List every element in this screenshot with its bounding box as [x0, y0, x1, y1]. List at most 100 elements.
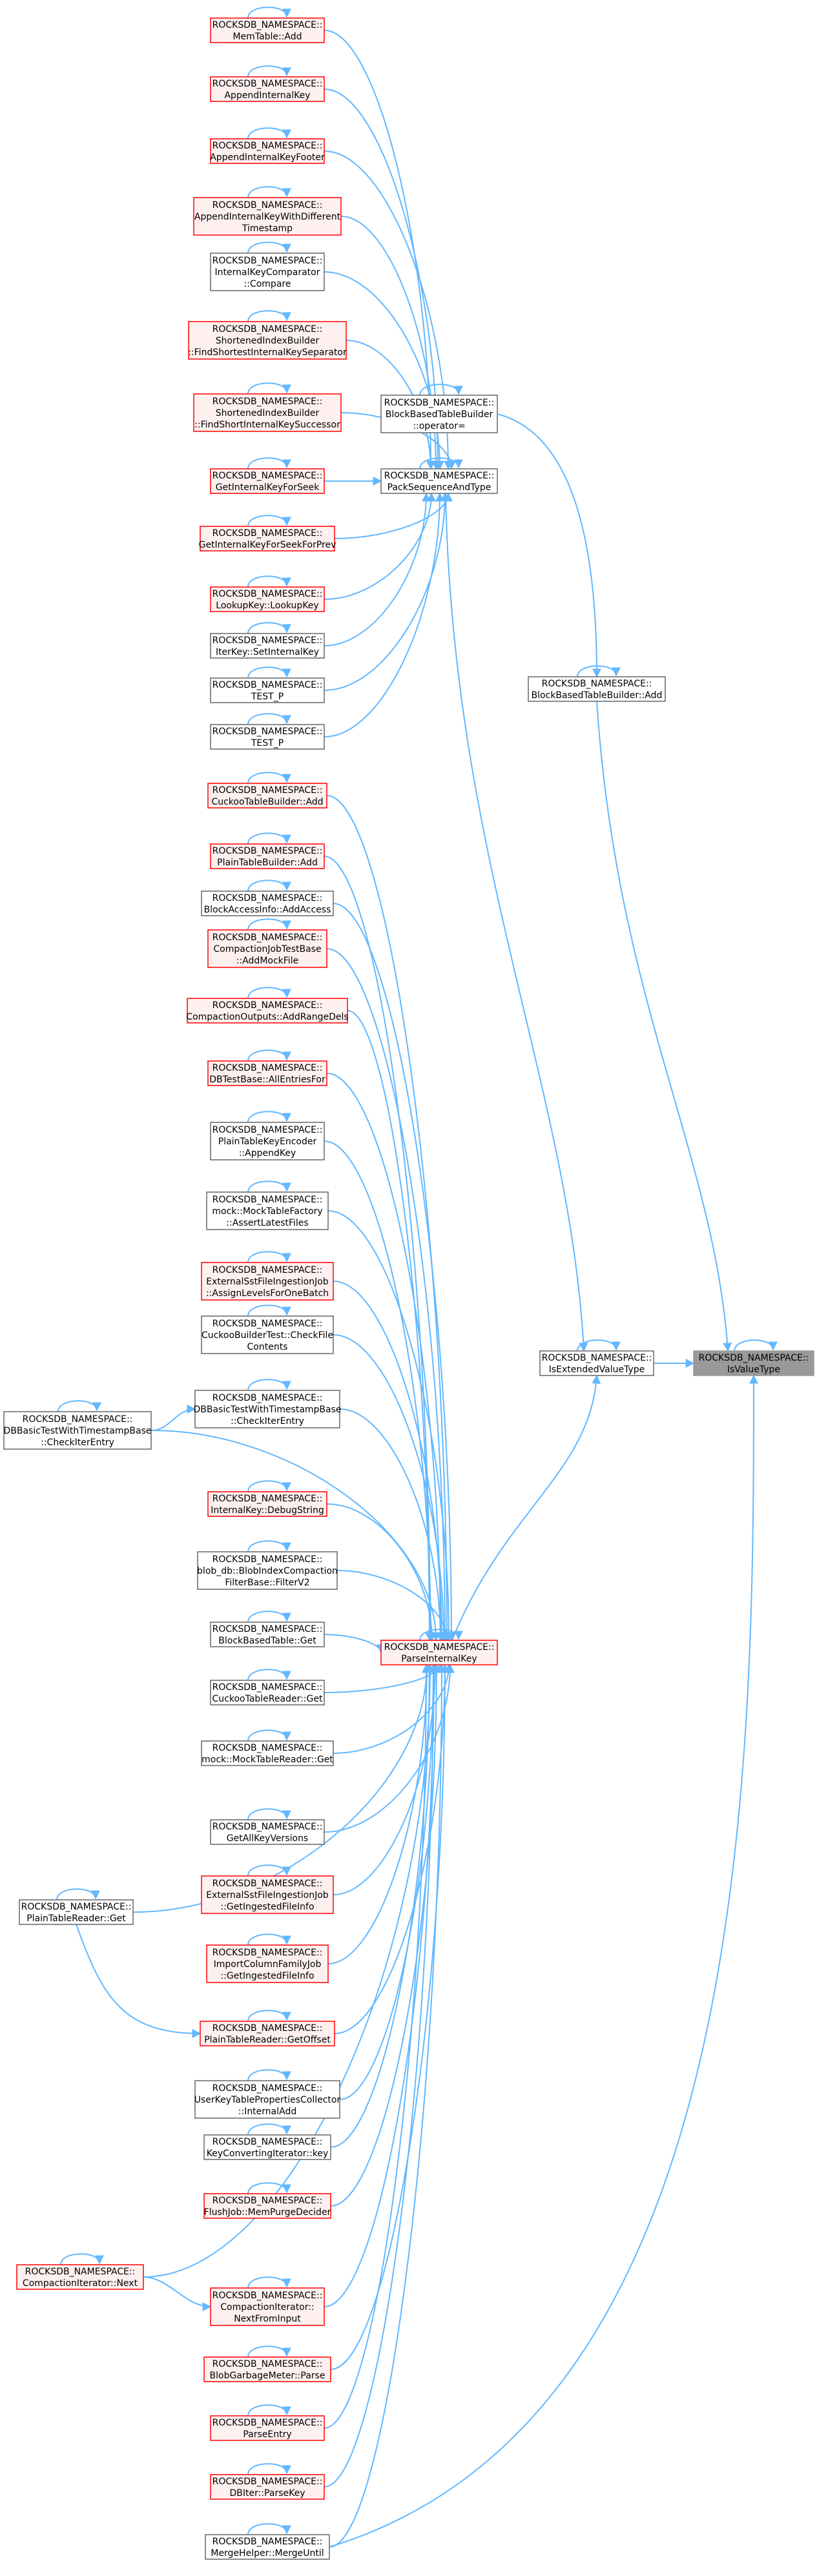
node-compaction-job-test-add-mock-file[interactable]: ROCKSDB_NAMESPACE::CompactionJobTestBase… [207, 929, 327, 968]
node-shortened-find-short-successor[interactable]: ROCKSDB_NAMESPACE::ShortenedIndexBuilder… [193, 393, 342, 432]
node-label-line: ImportColumnFamilyJob [214, 1959, 322, 1970]
node-label-line: UserKeyTablePropertiesCollector [194, 2095, 341, 2105]
node-mock-table-reader-get[interactable]: ROCKSDB_NAMESPACE::mock::MockTableReader… [201, 1740, 334, 1766]
node-label-line: AppendInternalKeyFooter [210, 152, 325, 163]
node-dbtestbase-all-entries-for[interactable]: ROCKSDB_NAMESPACE::DBTestBase::AllEntrie… [207, 1060, 327, 1086]
edge-mock_table_reader_get-to-parse-internal-key [333, 1664, 453, 1754]
node-append-internal-key-with-different-timestamp[interactable]: ROCKSDB_NAMESPACE::AppendInternalKeyWith… [193, 197, 342, 236]
node-user-key-table-props-internal-add[interactable]: ROCKSDB_NAMESPACE::UserKeyTablePropertie… [194, 2080, 341, 2119]
node-label-line: ROCKSDB_NAMESPACE:: [212, 1822, 323, 1832]
node-block-based-table-get[interactable]: ROCKSDB_NAMESPACE::BlockBasedTable::Get [210, 1622, 325, 1647]
node-compaction-iterator-next-from-input[interactable]: ROCKSDB_NAMESPACE::CompactionIterator::N… [210, 2287, 325, 2326]
node-append-internal-key[interactable]: ROCKSDB_NAMESPACE::AppendInternalKey [210, 76, 325, 102]
node-label-line: ROCKSDB_NAMESPACE:: [212, 2083, 323, 2094]
node-label-line: ::Compare [244, 279, 291, 289]
self-loop-arrow [247, 2523, 291, 2535]
node-mock-table-factory-assert-latest-files[interactable]: ROCKSDB_NAMESPACE::mock::MockTableFactor… [206, 1191, 329, 1230]
self-loop-arrow [247, 1111, 291, 1123]
node-block-based-table-builder-add[interactable]: ROCKSDB_NAMESPACE::BlockBasedTableBuilde… [528, 676, 666, 702]
node-box [210, 843, 325, 869]
node-dbbasic-ts-check-iter-entry-left[interactable]: ROCKSDB_NAMESPACE::DBBasicTestWithTimest… [3, 1411, 152, 1450]
self-loop-arrow [247, 242, 291, 254]
node-shortened-find-shortest-separator[interactable]: ROCKSDB_NAMESPACE::ShortenedIndexBuilder… [188, 321, 347, 360]
node-block-based-table-builder-operator[interactable]: ROCKSDB_NAMESPACE::BlockBasedTableBuilde… [380, 395, 498, 433]
self-loop-arrow [247, 1540, 291, 1552]
self-loop-arrow [247, 186, 291, 198]
node-label-line: ::GetIngestedFileInfo [220, 1971, 314, 1981]
node-label-line: ParseEntry [243, 2429, 291, 2440]
node-blob-index-compaction-filter-v2[interactable]: ROCKSDB_NAMESPACE::blob_db::BlobIndexCom… [197, 1551, 338, 1590]
self-loop-arrow [247, 1251, 291, 1263]
node-key-converting-iterator-key[interactable]: ROCKSDB_NAMESPACE::KeyConvertingIterator… [203, 2134, 331, 2160]
node-internal-key-debug-string[interactable]: ROCKSDB_NAMESPACE::InternalKey::DebugStr… [207, 1491, 327, 1517]
node-box [539, 1350, 654, 1376]
node-lookupkey-lookupkey[interactable]: ROCKSDB_NAMESPACE::LookupKey::LookupKey [210, 586, 325, 612]
node-label-line: ROCKSDB_NAMESPACE:: [212, 2477, 323, 2487]
node-append-internal-key-footer[interactable]: ROCKSDB_NAMESPACE::AppendInternalKeyFoot… [210, 138, 325, 164]
node-cuckoo-builder-test-check-file-contents[interactable]: ROCKSDB_NAMESPACE::CuckooBuilderTest::Ch… [201, 1315, 334, 1354]
edge-operator-to-bbtb-add [497, 413, 601, 678]
node-flush-job-mem-purge-decider[interactable]: ROCKSDB_NAMESPACE::FlushJob::MemPurgeDec… [203, 2193, 331, 2219]
self-loop-arrow [247, 2010, 291, 2022]
edge-cuckoo_table_reader_get-to-parse-internal-key [324, 1664, 444, 1693]
self-loop-arrow [247, 1669, 291, 1681]
node-cuckoo-table-builder-add[interactable]: ROCKSDB_NAMESPACE::CuckooTableBuilder::A… [207, 783, 327, 809]
node-iterkey-set-internal-key[interactable]: ROCKSDB_NAMESPACE::IterKey::SetInternalK… [210, 633, 325, 659]
node-is-extended-value-type[interactable]: ROCKSDB_NAMESPACE::IsExtendedValueType [539, 1350, 654, 1376]
node-get-all-key-versions[interactable]: ROCKSDB_NAMESPACE::GetAllKeyVersions [210, 1819, 325, 1845]
node-get-internal-key-for-seek-for-prev[interactable]: ROCKSDB_NAMESPACE::GetInternalKeyForSeek… [199, 526, 336, 551]
self-loop-arrow [247, 713, 291, 725]
node-box [210, 1819, 325, 1845]
self-loop-arrow [247, 1864, 291, 1877]
edge-compaction_iterator_next_from_input-to-parse-internal-key [324, 1664, 439, 2307]
edge-check-iter-entry-left-to-mid [150, 1405, 196, 1431]
edge-flush_job_mem_purge_decider-to-parse-internal-key [330, 1664, 441, 2207]
node-plain-table-builder-add[interactable]: ROCKSDB_NAMESPACE::PlainTableBuilder::Ad… [210, 843, 325, 869]
node-dbbasic-ts-check-iter-entry-mid[interactable]: ROCKSDB_NAMESPACE::DBBasicTestWithTimest… [193, 1390, 342, 1428]
self-loop-arrow [247, 127, 291, 139]
node-plain-table-key-encoder-append-key[interactable]: ROCKSDB_NAMESPACE::PlainTableKeyEncoder:… [210, 1122, 325, 1160]
node-get-internal-key-for-seek[interactable]: ROCKSDB_NAMESPACE::GetInternalKeyForSeek [210, 468, 325, 494]
node-external-sst-assign-levels[interactable]: ROCKSDB_NAMESPACE::ExternalSstFileIngest… [201, 1262, 334, 1301]
node-label-line: PackSequenceAndType [388, 482, 491, 493]
node-label-line: ::GetIngestedFileInfo [220, 1902, 314, 1912]
node-dbiter-parse-key[interactable]: ROCKSDB_NAMESPACE::DBIter::ParseKey [210, 2474, 325, 2500]
node-box [210, 2415, 325, 2441]
node-block-access-info-add-access[interactable]: ROCKSDB_NAMESPACE::BlockAccessInfo::AddA… [201, 891, 334, 916]
node-label-line: CuckooBuilderTest::CheckFile [202, 1330, 333, 1341]
node-label-line: ROCKSDB_NAMESPACE:: [212, 2418, 323, 2428]
node-plain-table-reader-get-offset[interactable]: ROCKSDB_NAMESPACE::PlainTableReader::Get… [200, 2021, 335, 2046]
self-loop-arrow [247, 2276, 291, 2289]
node-memtable-add[interactable]: ROCKSDB_NAMESPACE::MemTable::Add [210, 17, 325, 43]
node-parse-internal-key[interactable]: ROCKSDB_NAMESPACE::ParseInternalKey [380, 1640, 498, 1665]
node-label-line: Timestamp [242, 223, 293, 234]
node-merge-helper-merge-until[interactable]: ROCKSDB_NAMESPACE::MergeHelper::MergeUnt… [205, 2534, 330, 2560]
node-box [210, 76, 325, 102]
node-box [201, 891, 334, 916]
node-test-p-1[interactable]: ROCKSDB_NAMESPACE::TEST_P [210, 677, 325, 703]
node-label-line: ROCKSDB_NAMESPACE:: [212, 1000, 323, 1011]
node-pack-sequence-and-type[interactable]: ROCKSDB_NAMESPACE::PackSequenceAndType [380, 468, 498, 494]
node-import-cf-job-get-ingested-file-info[interactable]: ROCKSDB_NAMESPACE::ImportColumnFamilyJob… [206, 1944, 329, 1983]
edge-external_sst_get_ingested_file_info-to-parse-internal-key [333, 1664, 440, 1895]
node-is-value-type[interactable]: ROCKSDB_NAMESPACE::IsValueType [693, 1350, 814, 1376]
node-plain-table-reader-get[interactable]: ROCKSDB_NAMESPACE::PlainTableReader::Get [19, 1899, 134, 1925]
node-label-line: CompactionIterator:: [220, 2302, 315, 2313]
node-cuckoo-table-reader-get[interactable]: ROCKSDB_NAMESPACE::CuckooTableReader::Ge… [210, 1680, 325, 1705]
node-label-line: ROCKSDB_NAMESPACE:: [212, 1624, 323, 1634]
node-blob-garbage-meter-parse[interactable]: ROCKSDB_NAMESPACE::BlobGarbageMeter::Par… [203, 2356, 331, 2382]
edge-internal_key_debug_string-to-parse-internal-key [326, 1503, 437, 1642]
node-compaction-iterator-next[interactable]: ROCKSDB_NAMESPACE::CompactionIterator::N… [16, 2264, 144, 2290]
edge-dbtestbase_all_entries_for-to-parse-internal-key [326, 1073, 445, 1642]
node-external-sst-get-ingested-file-info[interactable]: ROCKSDB_NAMESPACE::ExternalSstFileIngest… [201, 1875, 334, 1914]
self-loop-arrow [247, 1611, 291, 1623]
node-internal-key-comparator-compare[interactable]: ROCKSDB_NAMESPACE::InternalKeyComparator… [210, 252, 325, 291]
node-box [188, 321, 347, 360]
node-parse-entry[interactable]: ROCKSDB_NAMESPACE::ParseEntry [210, 2415, 325, 2441]
node-test-p-2[interactable]: ROCKSDB_NAMESPACE::TEST_P [210, 724, 325, 750]
node-label-line: Contents [247, 1342, 288, 1352]
node-box [203, 2193, 331, 2219]
node-box [206, 1944, 329, 1983]
edge-parse-to-is-extended-value-type [451, 1374, 601, 1641]
node-compaction-outputs-add-range-dels[interactable]: ROCKSDB_NAMESPACE::CompactionOutputs::Ad… [186, 998, 349, 1024]
